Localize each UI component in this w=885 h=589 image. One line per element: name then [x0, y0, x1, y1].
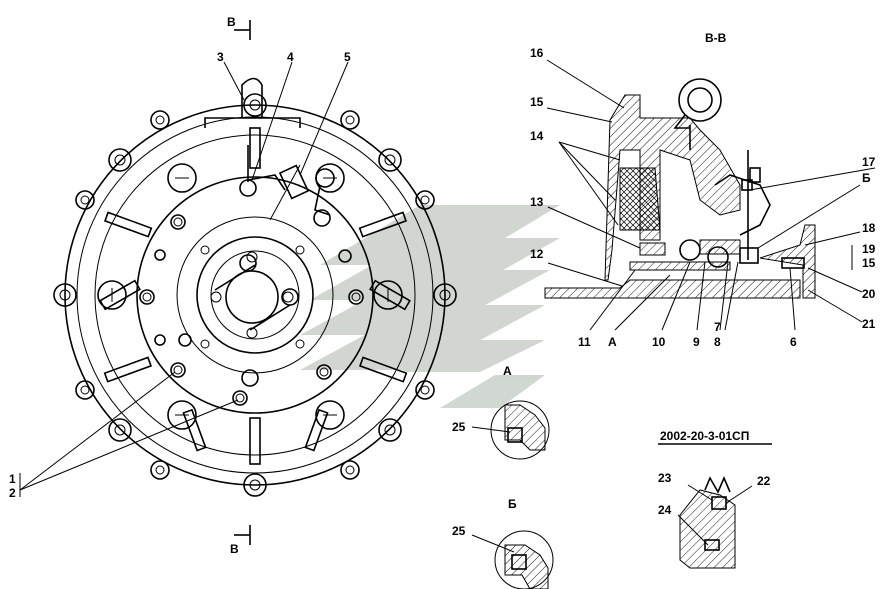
callout-19: 19 [862, 242, 876, 256]
watermark-logo [300, 205, 560, 408]
callout-17: 17 [862, 155, 876, 169]
front-view [19, 20, 457, 545]
callout-22: 22 [757, 474, 771, 488]
callout-1: 1 [9, 472, 16, 486]
callout-14: 14 [530, 129, 544, 143]
callout-6: 6 [790, 335, 797, 349]
callout-b-section: Б [862, 171, 871, 185]
detail-b [471, 530, 554, 589]
section-title: В-В [705, 31, 727, 45]
labels: В В В-В А Б 2002-20-3-01СП 1 2 3 4 5 16 … [9, 15, 876, 556]
callout-a-section: А [608, 335, 617, 349]
callout-18: 18 [862, 221, 876, 235]
section-mark-top: В [227, 15, 236, 29]
view-a-title: А [503, 364, 512, 378]
radial-slots [99, 127, 411, 465]
flange-lugs [53, 93, 457, 497]
detail-2002 [658, 443, 772, 569]
top-clamp [204, 77, 335, 227]
drawing-code: 2002-20-3-01СП [660, 429, 749, 443]
callout-10: 10 [652, 335, 666, 349]
callout-2: 2 [9, 486, 16, 500]
callout-24: 24 [658, 503, 672, 517]
callout-21: 21 [862, 317, 876, 331]
callout-13: 13 [530, 195, 544, 209]
callout-11: 11 [578, 335, 591, 349]
callout-25-a: 25 [452, 420, 466, 434]
section-leaders [546, 59, 876, 331]
callout-20: 20 [862, 287, 876, 301]
callout-9: 9 [693, 335, 700, 349]
section-mark-bottom: В [230, 542, 239, 556]
callout-4: 4 [287, 50, 294, 64]
section-view [544, 59, 876, 331]
callout-3: 3 [217, 50, 224, 64]
detail-a [471, 400, 550, 460]
front-leaders [19, 61, 349, 497]
callout-8: 8 [714, 335, 721, 349]
view-b-title: Б [508, 497, 517, 511]
callout-23: 23 [658, 471, 672, 485]
callout-12: 12 [530, 247, 544, 261]
callout-7: 7 [714, 320, 721, 334]
hub-details [200, 245, 305, 349]
callout-16: 16 [530, 46, 544, 60]
callout-15-bottom: 15 [862, 256, 876, 270]
bolt-heads [139, 214, 364, 406]
callout-5: 5 [344, 50, 351, 64]
callout-25-b: 25 [452, 524, 466, 538]
callout-15-top: 15 [530, 95, 544, 109]
